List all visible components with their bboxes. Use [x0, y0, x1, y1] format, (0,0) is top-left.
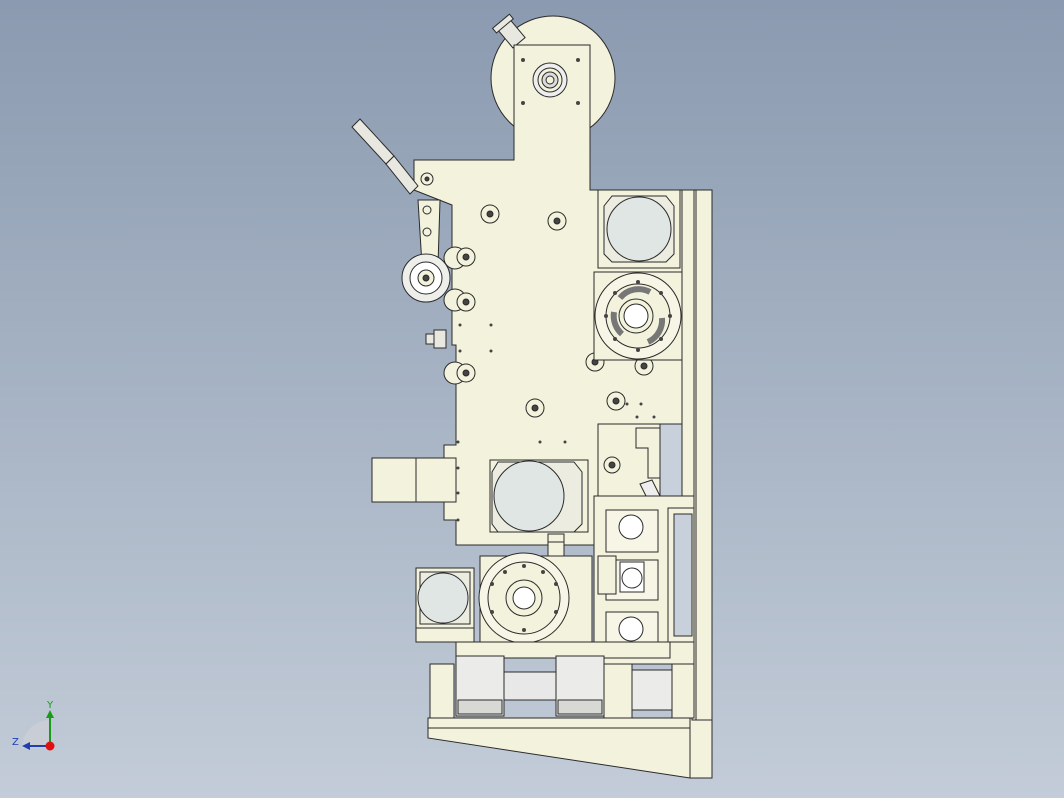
right-frame-outer [691, 189, 713, 721]
reel-plate-holes [521, 58, 580, 105]
small-bracket [547, 533, 565, 559]
lever-handle [351, 118, 434, 195]
idler-bolts [456, 204, 654, 418]
lower-right-assembly [593, 495, 695, 665]
base-plate [427, 717, 713, 779]
clamp-mechanism [597, 423, 683, 501]
middle-motor [489, 459, 589, 533]
upper-flange-bearing [593, 271, 683, 361]
lower-left-motor [415, 567, 475, 643]
lower-bearing-block [478, 552, 593, 644]
coordinate-triad [22, 710, 55, 751]
triad-y-label: Y [47, 700, 54, 711]
gearbox-block [371, 457, 457, 503]
plate-screw-holes [456, 323, 656, 522]
tension-arm [417, 199, 441, 266]
reel-shaft-stub [491, 13, 526, 49]
upper-motor [597, 189, 681, 269]
tension-roller [401, 253, 451, 303]
lower-cylinder-assembly [429, 655, 695, 719]
reel-hub [532, 62, 568, 98]
triad-z-label: Z [12, 737, 19, 748]
left-stud [425, 329, 447, 349]
